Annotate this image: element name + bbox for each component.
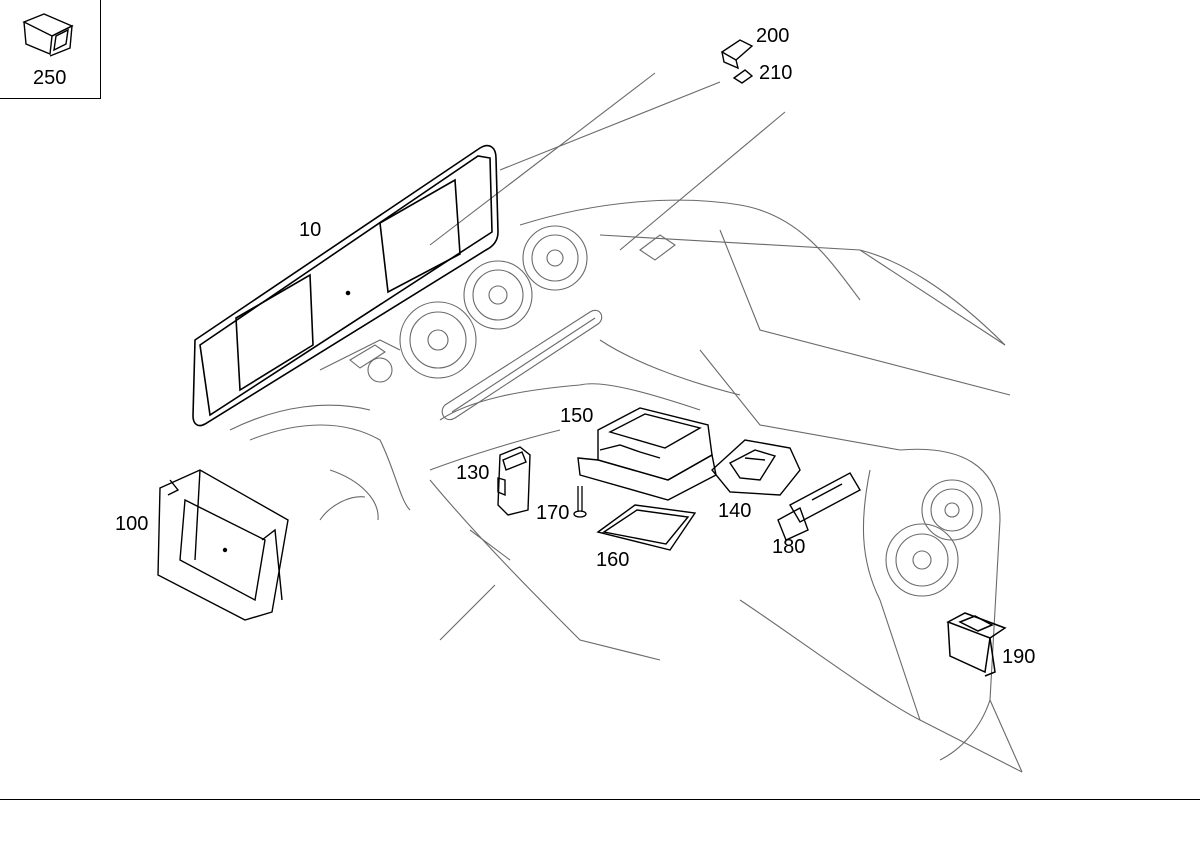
footer-rule — [0, 799, 1200, 800]
instrument-cluster-display[interactable] — [192, 144, 499, 427]
label-10[interactable]: 10 — [299, 219, 322, 241]
touchpad-holder-140[interactable] — [711, 439, 801, 496]
dashboard-outline — [229, 72, 1023, 773]
label-160[interactable]: 160 — [596, 549, 630, 571]
label-250[interactable]: 250 — [33, 67, 67, 89]
switch-130[interactable] — [497, 446, 531, 516]
label-150[interactable]: 150 — [560, 405, 594, 427]
label-130[interactable]: 130 — [456, 462, 490, 484]
label-140[interactable]: 140 — [718, 500, 752, 522]
touchpad-control-unit[interactable] — [577, 407, 717, 501]
switch-panel-180[interactable] — [777, 472, 861, 541]
label-100[interactable]: 100 — [115, 513, 149, 535]
inset-box: 250 — [0, 0, 101, 99]
usb-socket-190[interactable] — [946, 612, 1007, 677]
label-200[interactable]: 200 — [756, 25, 790, 47]
control-unit[interactable] — [157, 469, 289, 621]
trim-cover-160[interactable] — [596, 504, 697, 551]
label-210[interactable]: 210 — [759, 62, 793, 84]
bracket-210[interactable] — [732, 69, 754, 84]
label-170[interactable]: 170 — [536, 502, 570, 524]
label-190[interactable]: 190 — [1002, 646, 1036, 668]
usb-socket-icon — [22, 13, 74, 57]
label-180[interactable]: 180 — [772, 536, 806, 558]
sensor-200[interactable] — [720, 39, 754, 70]
screw-170[interactable] — [573, 486, 587, 518]
